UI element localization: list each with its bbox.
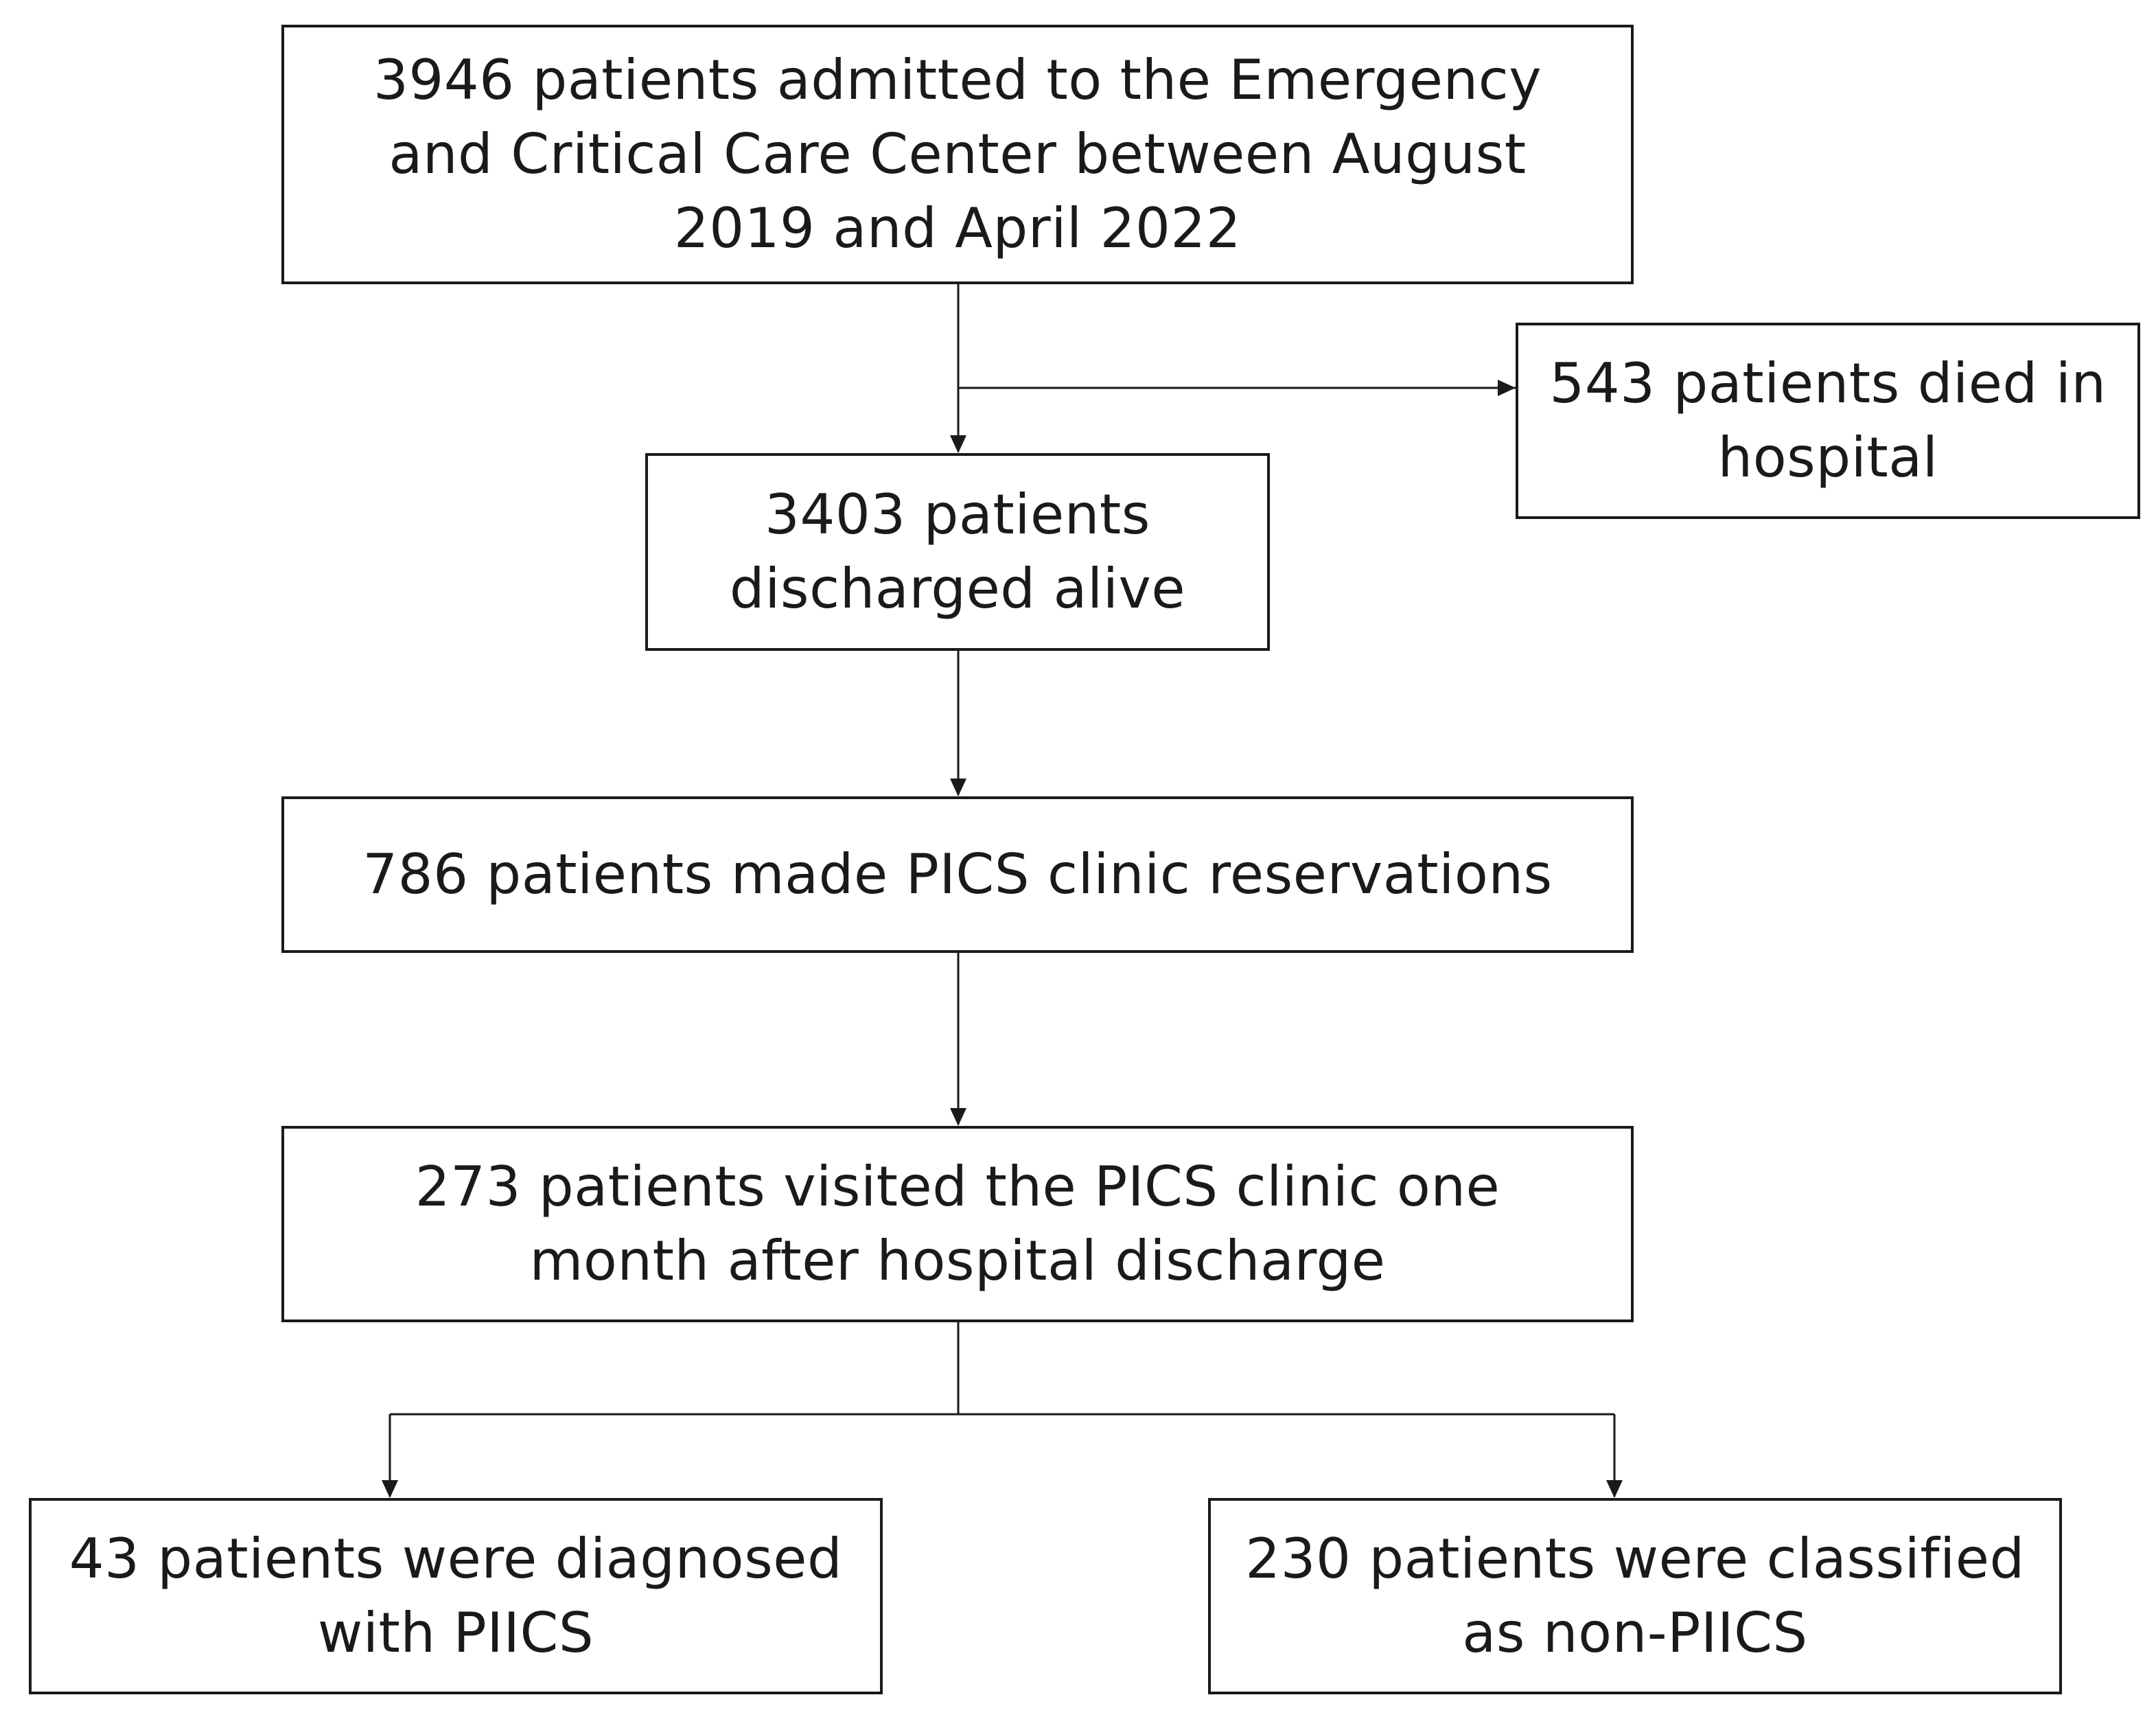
reservations-text: 786 patients made PICS clinic reservatio… bbox=[362, 842, 1553, 906]
discharged-text: 3403 patients discharged alive bbox=[729, 483, 1186, 621]
non-piics-box: 230 patients were classified as non-PIIC… bbox=[1208, 1498, 2062, 1694]
reservations-box: 786 patients made PICS clinic reservatio… bbox=[281, 796, 1634, 953]
admitted-text: 3946 patients admitted to the Emergency … bbox=[373, 48, 1542, 260]
died-text: 543 patients died in hospital bbox=[1549, 352, 2107, 489]
visited-text: 273 patients visited the PICS clinic one… bbox=[415, 1155, 1500, 1293]
admitted-box: 3946 patients admitted to the Emergency … bbox=[281, 25, 1634, 284]
died-box: 543 patients died in hospital bbox=[1516, 323, 2140, 519]
piics-text: 43 patients were diagnosed with PIICS bbox=[69, 1527, 843, 1665]
visited-box: 273 patients visited the PICS clinic one… bbox=[281, 1126, 1634, 1322]
discharged-box: 3403 patients discharged alive bbox=[645, 453, 1270, 651]
non-piics-text: 230 patients were classified as non-PIIC… bbox=[1245, 1527, 2025, 1665]
piics-box: 43 patients were diagnosed with PIICS bbox=[29, 1498, 883, 1694]
